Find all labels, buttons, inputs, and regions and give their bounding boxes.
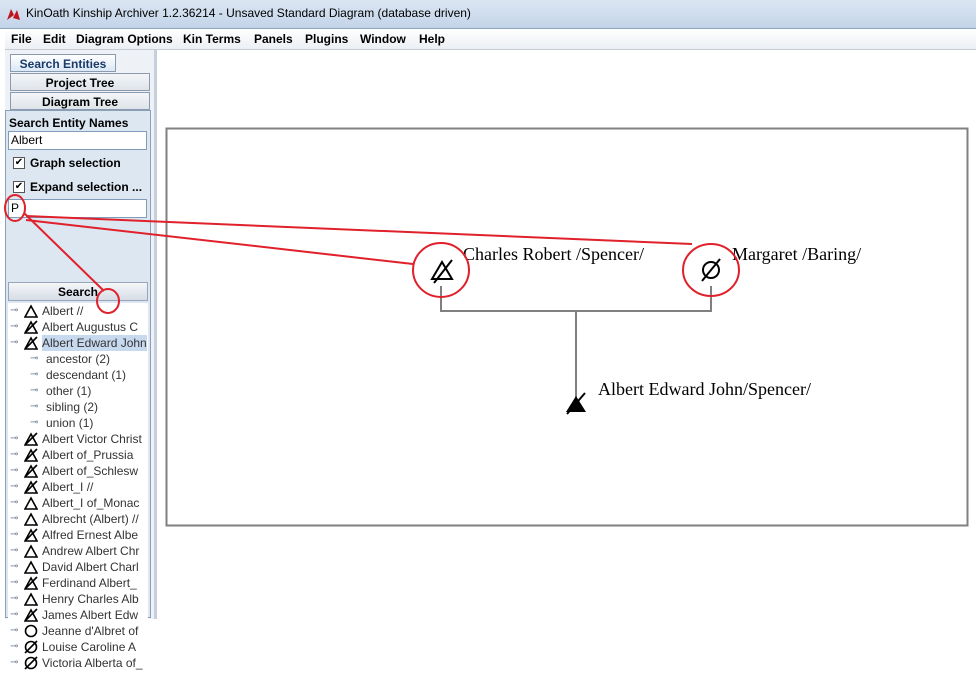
tab-diagram-tree[interactable]: Diagram Tree [10, 92, 150, 110]
expand-selection-label: Expand selection ... [30, 180, 143, 194]
tree-item-label: other (1) [46, 384, 92, 398]
menu-diagram-options[interactable]: Diagram Options [76, 32, 173, 46]
triangle-icon [24, 304, 38, 318]
app-icon [7, 9, 20, 20]
tree-item-label: Louise Caroline A [42, 640, 137, 654]
circle-deceased-icon [24, 656, 38, 670]
graph-selection-checkbox[interactable]: ✔ [13, 157, 25, 169]
graph-selection-label: Graph selection [30, 156, 121, 170]
triangle-deceased-icon [24, 432, 38, 446]
triangle-deceased-icon [24, 608, 38, 622]
triangle-deceased-icon [24, 464, 38, 478]
tree-expand-icon[interactable]: ⊸ [10, 481, 19, 492]
tree-expand-icon[interactable]: ⊸ [30, 369, 39, 380]
tree-item-label: Andrew Albert Chr [42, 544, 140, 558]
tree-expand-icon[interactable]: ⊸ [10, 609, 19, 620]
tab-search-entities[interactable]: Search Entities [10, 54, 116, 72]
triangle-deceased-icon [24, 576, 38, 590]
tree-expand-icon[interactable]: ⊸ [10, 593, 19, 604]
tree-item-label: Albert Edward John [42, 335, 147, 351]
triangle-deceased-icon [24, 480, 38, 494]
search-button[interactable]: Search [8, 282, 148, 301]
tree-expand-icon[interactable]: ⊸ [10, 545, 19, 556]
search-heading: Search Entity Names [9, 116, 129, 130]
tree-expand-icon[interactable]: ⊸ [10, 337, 19, 348]
filter-input[interactable]: P [8, 199, 147, 218]
tree-expand-icon[interactable]: ⊸ [10, 625, 19, 636]
triangle-icon [24, 544, 38, 558]
tree-expand-icon[interactable]: ⊸ [10, 657, 19, 668]
tree-expand-icon[interactable]: ⊸ [10, 529, 19, 540]
splitter[interactable] [154, 50, 157, 619]
tree-item-label: David Albert Charl [42, 560, 139, 574]
menu-plugins[interactable]: Plugins [305, 32, 349, 46]
menu-kin-terms[interactable]: Kin Terms [183, 32, 241, 46]
tree-expand-icon[interactable]: ⊸ [30, 417, 39, 428]
tree-item-label: Ferdinand Albert_ [42, 576, 137, 590]
menu-file[interactable]: File [11, 32, 32, 46]
tree-item-label: Albert_I of_Monac [42, 496, 140, 510]
menu-window[interactable]: Window [360, 32, 406, 46]
menu-bar: File Edit Diagram Options Kin Terms Pane… [5, 29, 976, 50]
triangle-deceased-icon [24, 336, 38, 350]
tree-expand-icon[interactable]: ⊸ [10, 321, 19, 332]
tree-item-label: Albrecht (Albert) // [42, 512, 139, 526]
tree-expand-icon[interactable]: ⊸ [10, 561, 19, 572]
title-bar: KinOath Kinship Archiver 1.2.36214 - Uns… [0, 0, 976, 29]
tree-expand-icon[interactable]: ⊸ [10, 433, 19, 444]
search-panel: Search Entity Names Albert ✔ Graph selec… [5, 110, 151, 673]
tree-expand-icon[interactable]: ⊸ [30, 385, 39, 396]
tree-item-label: Henry Charles Alb [42, 592, 139, 606]
diagram-canvas[interactable] [157, 50, 976, 619]
tree-item-label: union (1) [46, 416, 94, 430]
circle-deceased-icon [24, 640, 38, 654]
tree-item-label: Albert_I // [42, 480, 94, 494]
tree-expand-icon[interactable]: ⊸ [10, 449, 19, 460]
triangle-deceased-icon [24, 320, 38, 334]
triangle-icon [24, 512, 38, 526]
tree-item-label: descendant (1) [46, 368, 127, 382]
expand-selection-checkbox[interactable]: ✔ [13, 181, 25, 193]
tree-expand-icon[interactable]: ⊸ [10, 305, 19, 316]
tab-project-tree[interactable]: Project Tree [10, 73, 150, 91]
tree-expand-icon[interactable]: ⊸ [10, 577, 19, 588]
results-tree: ⊸ Albert // ⊸ Albert Augustus C ⊸ Albert Edwa… [8, 303, 148, 673]
left-panel: Search Entities Project Tree Diagram Tre… [5, 50, 155, 673]
tree-expand-icon[interactable]: ⊸ [10, 465, 19, 476]
tree-expand-icon[interactable]: ⊸ [10, 497, 19, 508]
triangle-icon [24, 496, 38, 510]
menu-edit[interactable]: Edit [43, 32, 66, 46]
tree-item-label: Albert Victor Christ [42, 432, 142, 446]
triangle-deceased-icon [24, 528, 38, 542]
tree-item-label: Albert of_Prussia [42, 448, 134, 462]
tree-item-label: sibling (2) [46, 400, 99, 414]
triangle-icon [24, 560, 38, 574]
tree-expand-icon[interactable]: ⊸ [10, 513, 19, 524]
tree-item-label: Albert of_Schlesw [42, 464, 139, 478]
tree-item-label: Victoria Alberta of_ [42, 656, 143, 670]
tree-item-label: Albert Augustus C [42, 320, 139, 334]
tree-expand-icon[interactable]: ⊸ [10, 641, 19, 652]
window-title: KinOath Kinship Archiver 1.2.36214 - Uns… [26, 6, 471, 20]
tree-item-label: ancestor (2) [46, 352, 111, 366]
tree-expand-icon[interactable]: ⊸ [30, 353, 39, 364]
triangle-deceased-icon [24, 448, 38, 462]
tree-item-label: Albert // [42, 304, 84, 318]
tree-expand-icon[interactable]: ⊸ [30, 401, 39, 412]
tree-item-label: Alfred Ernest Albe [42, 528, 139, 542]
triangle-icon [24, 592, 38, 606]
search-input[interactable]: Albert [8, 131, 147, 150]
tree-item-label: James Albert Edw [42, 608, 139, 622]
tree-item-label: Jeanne d'Albret of [42, 624, 139, 638]
circle-icon [24, 624, 38, 638]
menu-help[interactable]: Help [419, 32, 446, 46]
menu-panels[interactable]: Panels [254, 32, 293, 46]
